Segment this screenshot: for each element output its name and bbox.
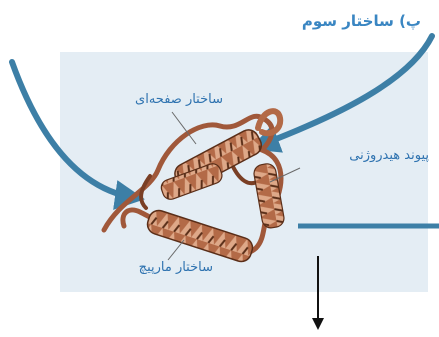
sheet-structure-label: ساختار صفحه‌ای bbox=[135, 92, 223, 107]
helix-structure-label: ساختار مارپیچ bbox=[139, 260, 213, 275]
hydrogen-bond-label: پیوند هیدروژنی bbox=[349, 148, 429, 163]
figure-title: پ) ساختار سوم bbox=[302, 12, 421, 30]
